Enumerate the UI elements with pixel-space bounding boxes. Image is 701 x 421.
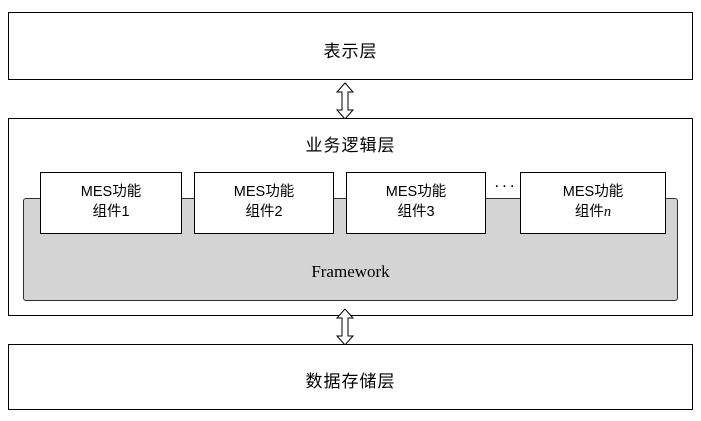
mes-component-3-line2: 组件3 — [397, 204, 435, 220]
data-storage-layer-label: 数据存储层 — [305, 372, 396, 391]
presentation-layer-box: 表示层 — [8, 12, 693, 80]
mes-component-box-3: MES功能 组件3 — [346, 172, 486, 234]
mes-component-n-line2-prefix: 组件 — [574, 204, 604, 220]
mes-component-2-line2: 组件2 — [245, 204, 283, 220]
framework-label: Framework — [311, 262, 390, 281]
mes-component-1-line2: 组件1 — [92, 204, 130, 220]
business-logic-layer-label: 业务逻辑层 — [305, 136, 396, 155]
mes-component-n-line2: 组件n — [575, 203, 611, 223]
mes-component-n-index: n — [603, 204, 612, 220]
components-ellipsis: ... — [494, 172, 518, 191]
mes-component-box-n: MES功能 组件n — [520, 172, 666, 234]
mes-component-n-line1: MES功能 — [562, 184, 624, 201]
mes-component-2-line1: MES功能 — [233, 184, 295, 201]
double-arrow-business-data-icon — [335, 308, 355, 346]
double-arrow-presentation-business-icon — [335, 82, 355, 120]
mes-component-box-2: MES功能 组件2 — [194, 172, 334, 234]
presentation-layer-label: 表示层 — [323, 42, 378, 61]
mes-component-3-line1: MES功能 — [385, 184, 447, 201]
data-storage-layer-box: 数据存储层 — [8, 344, 693, 410]
mes-component-1-line1: MES功能 — [80, 184, 142, 201]
mes-component-box-1: MES功能 组件1 — [40, 172, 182, 234]
